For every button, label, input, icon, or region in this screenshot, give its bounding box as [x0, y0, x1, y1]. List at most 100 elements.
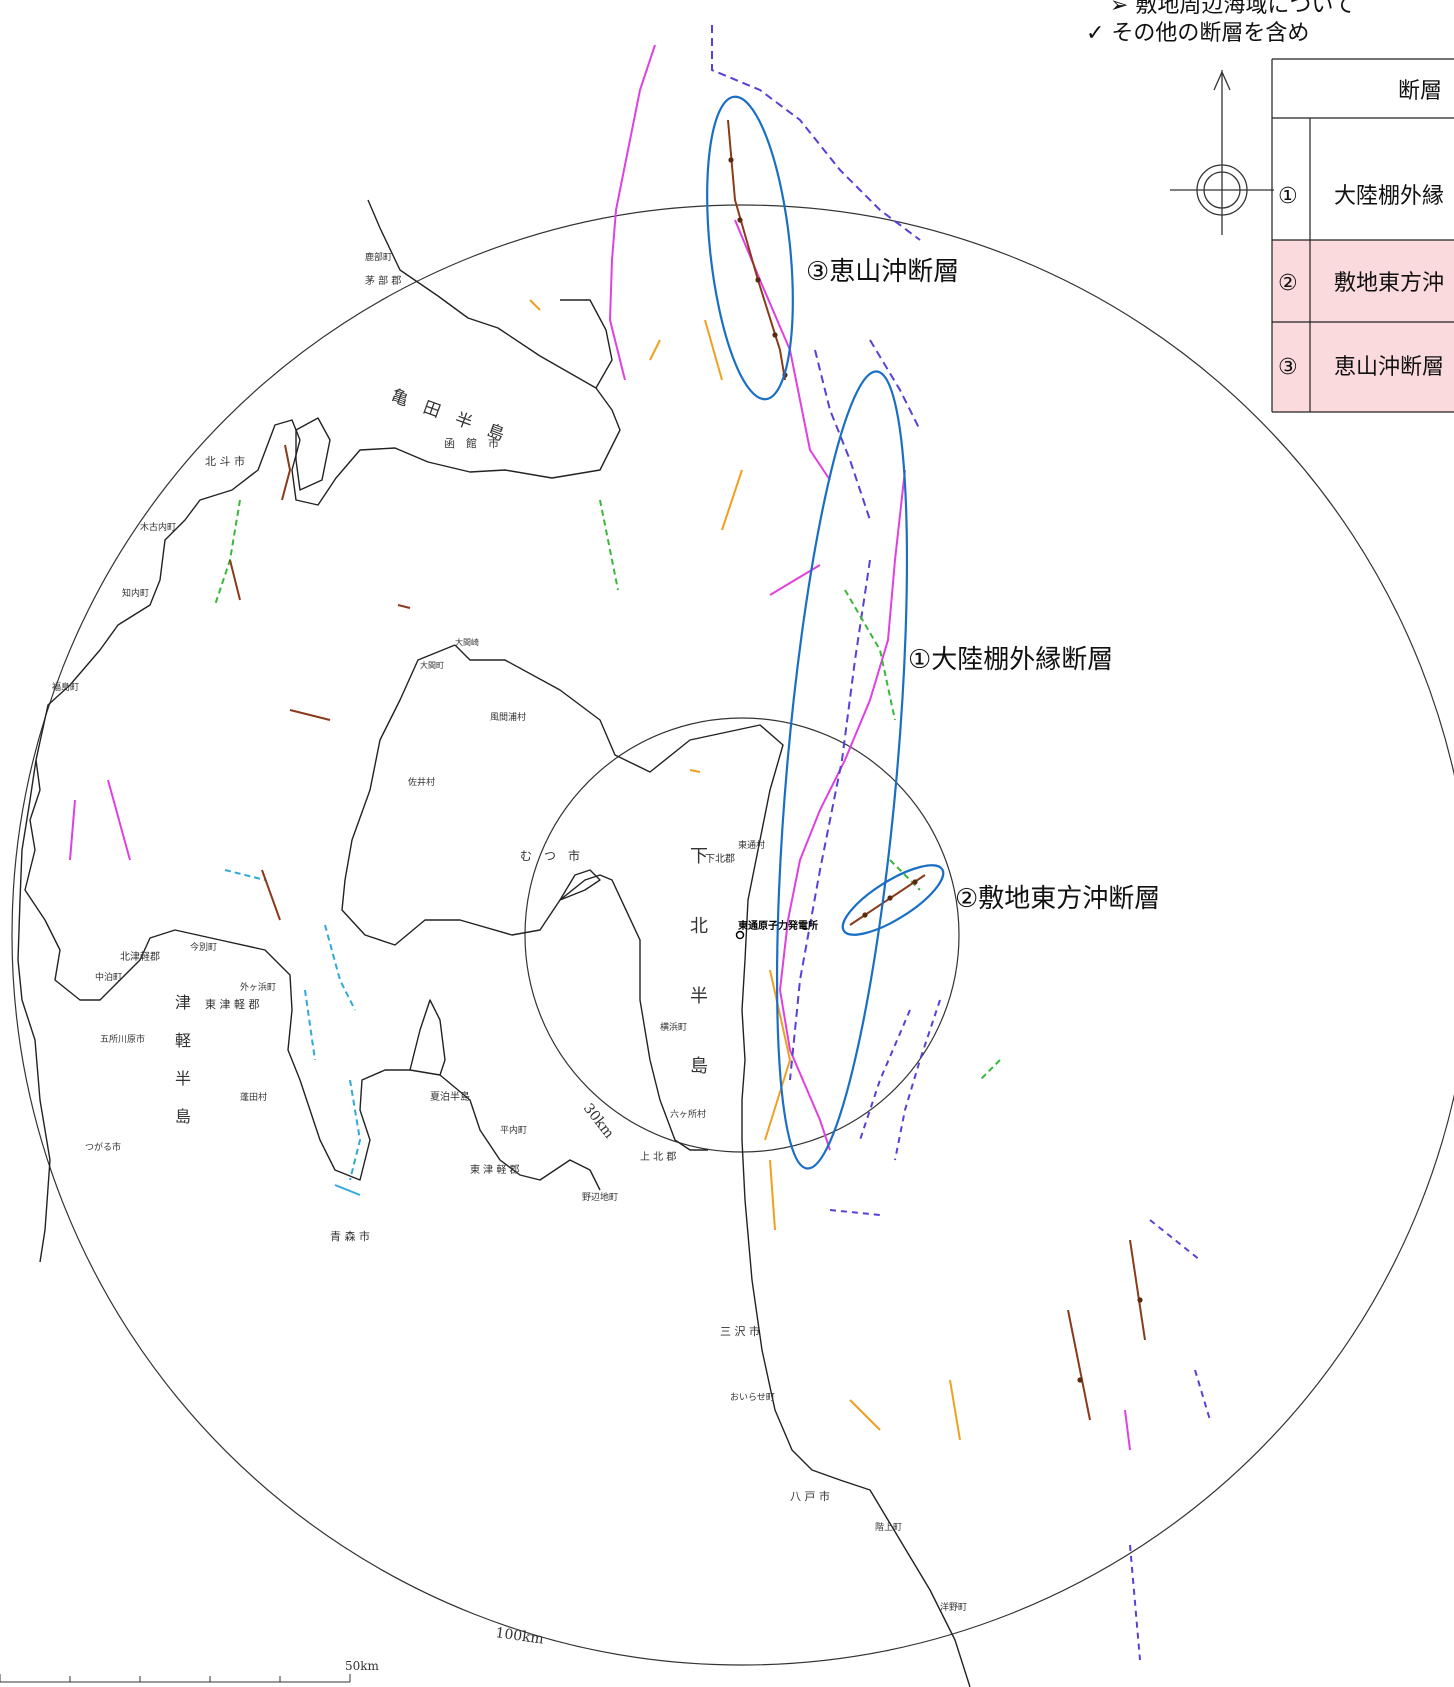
fault-magenta-arc-north	[608, 44, 656, 381]
label-kayabe: 茅 部 郡	[365, 274, 401, 287]
label-noheji: 野辺地町	[582, 1191, 618, 1203]
fault-dots	[728, 157, 1143, 1383]
coast-natsudomari	[409, 999, 446, 1076]
scale-bar	[0, 1674, 351, 1683]
fault-green-a	[599, 499, 619, 591]
label-hiranai: 平内町	[500, 1124, 527, 1136]
label-shimokita: 下北郡	[705, 853, 735, 865]
fault-brown-s2	[1129, 1239, 1146, 1341]
fault-magenta-west	[69, 799, 76, 861]
fault-orange-c	[529, 299, 541, 311]
coast-pacific	[741, 1139, 971, 1687]
callout-label-esan: ③恵山沖断層	[806, 257, 959, 287]
label-rokkasho: 六ヶ所村	[670, 1108, 706, 1120]
label-tsugaru-city: つがる市	[85, 1141, 121, 1153]
fault-cyan-c	[304, 989, 316, 1061]
fault-green-b	[214, 499, 241, 606]
scale-label: 50km	[345, 1659, 380, 1673]
fault-purple-f	[829, 1209, 881, 1216]
fault-purple-h	[1129, 1544, 1141, 1661]
coast-shimokita	[454, 644, 784, 1140]
fault-purple-i	[1194, 1369, 1211, 1421]
coast-mutsu-bay-inner	[559, 869, 601, 901]
fault-purple-north	[711, 25, 921, 241]
fault-brown-sm2	[397, 604, 411, 609]
table-row-1-num: ①	[1278, 184, 1298, 209]
label-shikabe: 鹿部町	[365, 251, 392, 263]
label-oirase: おいらせ町	[730, 1392, 775, 1403]
fault-magenta-west2	[107, 779, 131, 861]
label-tsugaru-3: 半	[175, 1069, 191, 1088]
label-nakadomari: 中泊町	[95, 971, 122, 983]
ring-label-100km: 100km	[494, 1625, 544, 1648]
label-aomori: 青 森 市	[330, 1229, 370, 1243]
table-row-3-name: 恵山沖断層	[1334, 355, 1444, 380]
label-tsugaru-2: 軽	[175, 1031, 191, 1050]
table-row-2-bg	[1272, 240, 1454, 322]
label-peninsula-2: 北	[690, 916, 708, 937]
ring-30km	[524, 717, 960, 1153]
north-arrow-icon	[1170, 70, 1274, 235]
callout-ellipse-east	[841, 864, 945, 936]
fault-cyan-a	[224, 869, 266, 881]
fault-brown-tsug	[261, 869, 281, 921]
table-row-2-name: 敷地東方沖	[1334, 271, 1444, 296]
fault-magenta-shelf	[778, 469, 906, 1151]
coast-tsugaru-west	[17, 759, 51, 1263]
fault-brown-hako	[281, 444, 292, 501]
label-ooma-town: 大間町	[420, 660, 444, 670]
fault-orange-a	[704, 319, 723, 381]
label-kamikita: 上 北 郡	[640, 1151, 676, 1163]
fault-green-d	[979, 1059, 1001, 1081]
fault-brown-esan	[727, 119, 786, 381]
coast-hakodate-head	[295, 417, 331, 491]
fault-cyan-b	[324, 924, 356, 1011]
label-npp: 東通原子力発電所	[738, 919, 818, 932]
callout-ellipse-esan	[706, 95, 794, 401]
fault-table: 断層 ① 大陸棚外縁 ② 敷地東方沖 ③ 恵山沖断層	[1271, 58, 1454, 413]
coast-oshima	[35, 199, 621, 761]
label-kazamaura: 風間浦村	[490, 711, 526, 723]
label-oma: 大間崎	[455, 637, 479, 647]
label-yokohama: 横浜町	[660, 1021, 687, 1033]
label-yomogita: 蓬田村	[240, 1091, 267, 1103]
fault-purple-g	[1149, 1219, 1201, 1261]
label-higashitsugaru: 東 津 軽 郡	[205, 998, 260, 1011]
fault-purple-b	[869, 339, 921, 431]
fault-orange-d	[649, 339, 661, 361]
fault-purple-e	[859, 1009, 911, 1141]
label-imabetsu: 今別町	[190, 941, 217, 953]
label-hachinohe: 八 戸 市	[790, 1489, 830, 1503]
fault-purple-a	[814, 349, 871, 521]
table-row-3-bg	[1272, 322, 1454, 412]
fault-layer	[69, 25, 1211, 1661]
label-peninsula-1: 下	[690, 846, 708, 867]
fault-purple-d	[894, 999, 941, 1161]
callout-label-east: ②敷地東方沖断層	[955, 884, 1160, 914]
fault-orange-i	[689, 769, 701, 773]
table-row-2-num: ②	[1278, 271, 1298, 296]
fault-brown-east	[849, 874, 926, 926]
label-hakodate: 函 館 市	[444, 436, 499, 450]
label-peninsula-3: 半	[690, 986, 708, 1007]
fault-orange-b	[721, 469, 743, 531]
fault-magenta-sth	[1124, 1409, 1131, 1451]
fault-cyan-e	[334, 1184, 361, 1196]
header-line-1: ➢ 敷地周辺海域について	[1110, 0, 1355, 18]
fault-cyan-d	[349, 1079, 362, 1181]
fault-orange-h	[949, 1379, 961, 1441]
callout-ellipse-shelf	[775, 370, 909, 1170]
label-shiriuchi: 知内町	[122, 587, 149, 599]
label-peninsula-4: 島	[690, 1056, 708, 1077]
label-natsudomari: 夏泊半島	[430, 1090, 470, 1103]
label-kitatsugaru: 北津軽郡	[120, 951, 160, 963]
label-higashitsugaru2: 東 津 軽 郡	[470, 1163, 520, 1176]
label-sotogahama: 外ヶ浜町	[240, 981, 276, 993]
fault-green-e	[889, 859, 921, 891]
callout-label-shelf: ①大陸棚外縁断層	[908, 645, 1113, 675]
label-hirono: 洋野町	[940, 1601, 967, 1613]
ring-label-30km: 30km	[580, 1101, 617, 1142]
label-fukushima: 福島町	[52, 681, 79, 693]
fault-green-c	[844, 589, 896, 721]
